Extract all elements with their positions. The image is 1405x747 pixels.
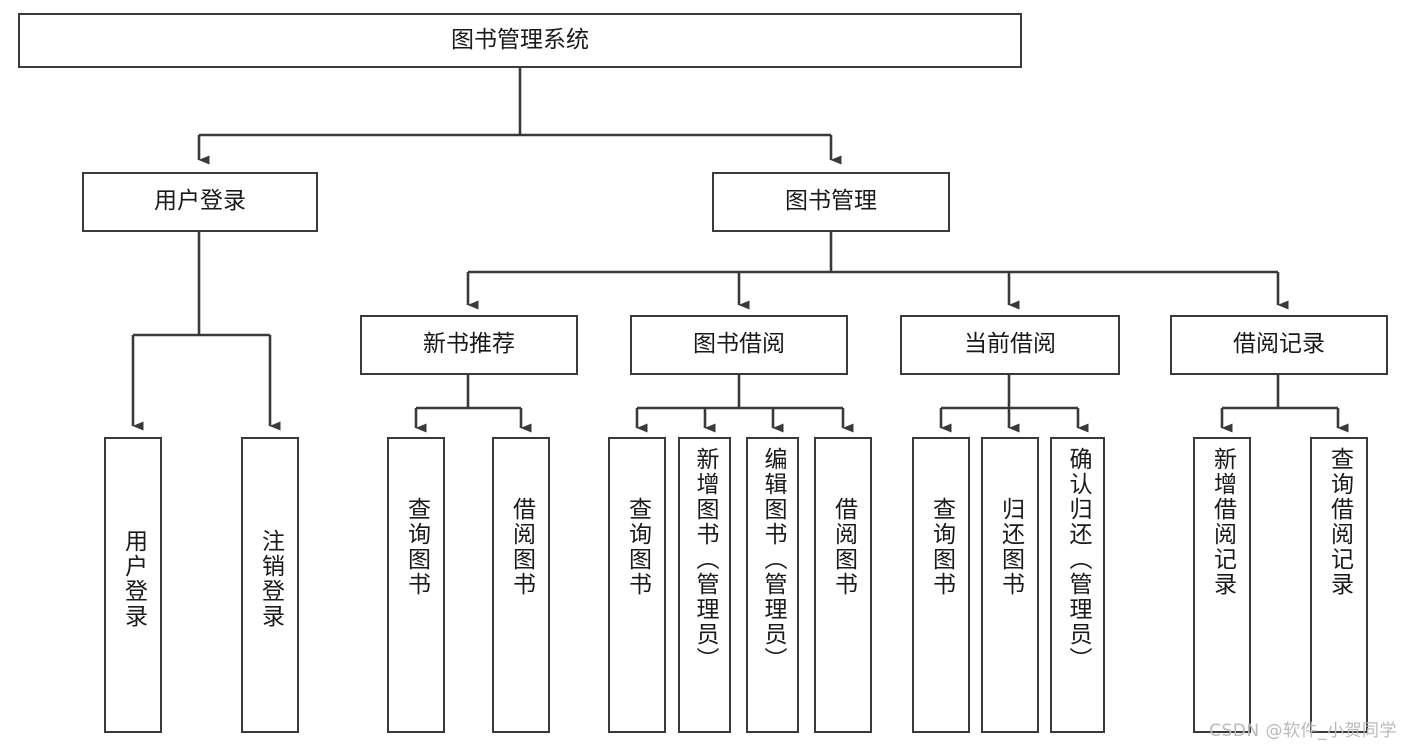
leaf-borrow-add-book-label: 新增图书（管理员）	[692, 447, 718, 672]
node-book-management[interactable]: 图书管理	[712, 172, 950, 232]
leaf-user-login-signin[interactable]: 用户登录	[104, 437, 162, 733]
csdn-watermark: CSDN @软件_小贺同学	[1209, 721, 1397, 741]
node-new-book-recommend[interactable]: 新书推荐	[360, 315, 578, 375]
node-book-management-label: 图书管理	[785, 188, 877, 215]
leaf-current-confirm-return-label: 确认归还（管理员）	[1065, 447, 1091, 672]
node-current-borrow-label: 当前借阅	[964, 331, 1056, 358]
leaf-current-query-book-label: 查询图书	[928, 497, 955, 597]
node-user-login-label: 用户登录	[154, 188, 246, 215]
leaf-current-return-book[interactable]: 归还图书	[981, 437, 1039, 733]
node-book-borrow[interactable]: 图书借阅	[630, 315, 848, 375]
node-book-borrow-label: 图书借阅	[693, 331, 785, 358]
node-user-login[interactable]: 用户登录	[82, 172, 318, 232]
leaf-user-login-signout[interactable]: 注销登录	[241, 437, 299, 733]
leaf-borrow-edit-book-label: 编辑图书（管理员）	[760, 447, 786, 672]
node-borrow-record-label: 借阅记录	[1233, 331, 1325, 358]
leaf-new-book-query-label: 查询图书	[403, 497, 430, 597]
leaf-borrow-borrow-book[interactable]: 借阅图书	[814, 437, 872, 733]
leaf-record-query[interactable]: 查询借阅记录	[1310, 437, 1368, 733]
leaf-new-book-query[interactable]: 查询图书	[387, 437, 445, 733]
leaf-borrow-query-book[interactable]: 查询图书	[608, 437, 666, 733]
leaf-borrow-borrow-book-label: 借阅图书	[830, 497, 857, 597]
leaf-borrow-query-book-label: 查询图书	[624, 497, 651, 597]
leaf-user-login-signout-label: 注销登录	[257, 529, 284, 629]
leaf-borrow-add-book[interactable]: 新增图书（管理员）	[678, 437, 731, 733]
node-current-borrow[interactable]: 当前借阅	[900, 315, 1120, 375]
leaf-user-login-signin-label: 用户登录	[120, 529, 147, 629]
leaf-current-return-book-label: 归还图书	[997, 497, 1024, 597]
node-new-book-recommend-label: 新书推荐	[423, 331, 515, 358]
leaf-record-add[interactable]: 新增借阅记录	[1193, 437, 1251, 733]
node-root-system[interactable]: 图书管理系统	[18, 13, 1022, 68]
leaf-current-confirm-return[interactable]: 确认归还（管理员）	[1050, 437, 1105, 733]
leaf-record-query-label: 查询借阅记录	[1326, 447, 1353, 597]
node-borrow-record[interactable]: 借阅记录	[1170, 315, 1388, 375]
leaf-new-book-borrow-label: 借阅图书	[508, 497, 535, 597]
leaf-borrow-edit-book[interactable]: 编辑图书（管理员）	[746, 437, 799, 733]
leaf-new-book-borrow[interactable]: 借阅图书	[492, 437, 550, 733]
leaf-record-add-label: 新增借阅记录	[1209, 447, 1236, 597]
node-root-label: 图书管理系统	[451, 26, 589, 53]
leaf-current-query-book[interactable]: 查询图书	[912, 437, 970, 733]
